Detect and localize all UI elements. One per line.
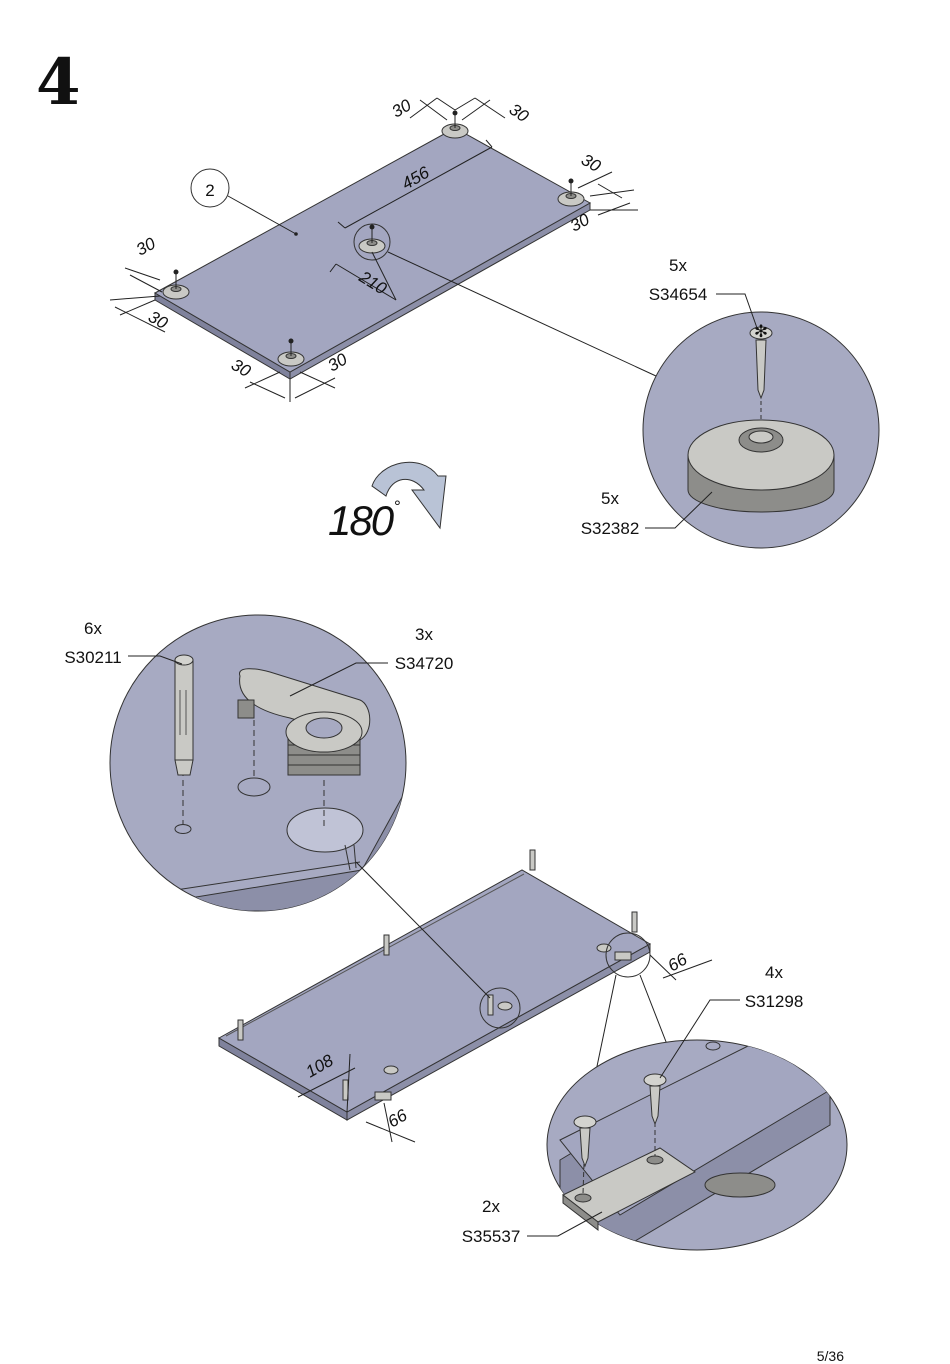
part-qty-s35537: 2x [482, 1197, 500, 1216]
dim-left-bottom: 30 [145, 307, 171, 333]
page-number: 5/36 [817, 1348, 844, 1364]
top-panel-group: 2 [109, 95, 657, 402]
foot-back [441, 110, 469, 139]
detail-cam-lock [109, 614, 407, 912]
foot-center [353, 223, 391, 261]
bottom-panel [217, 869, 652, 1113]
dim-right-top: 30 [578, 150, 604, 176]
part-code-s34654: S34654 [649, 285, 708, 304]
dim-back-right: 30 [506, 100, 533, 127]
step-number: 4 [36, 45, 81, 120]
dim-left-top: 30 [133, 234, 159, 260]
part-qty-s34654: 5x [669, 256, 687, 275]
part-code-s31298: S31298 [745, 992, 804, 1011]
foot-left [162, 269, 190, 300]
rotation-angle: 180 [328, 497, 395, 544]
dim-66-right: 66 [665, 949, 691, 975]
part-code-s30211: S30211 [64, 648, 121, 667]
panel-callout: 2 [205, 181, 214, 200]
part-code-s34720: S34720 [395, 654, 454, 673]
rotate-180-indicator: 180 ° [328, 461, 447, 544]
dim-66-left: 66 [385, 1105, 411, 1131]
foot-front [277, 338, 305, 367]
bottom-panel-group: 6x S30211 3x S34720 [64, 614, 713, 1143]
part-code-s35537: S35537 [462, 1227, 521, 1246]
detail-plate [527, 999, 848, 1251]
foot-right [557, 178, 585, 207]
part-qty-s31298: 4x [765, 963, 783, 982]
part-code-s32382: S32382 [581, 519, 640, 538]
part-qty-s30211: 6x [84, 619, 102, 638]
part-qty-s32382: 5x [601, 489, 619, 508]
detail-foot: ✻ [642, 293, 880, 549]
rotation-degree: ° [394, 497, 401, 516]
dim-front-left: 30 [228, 355, 254, 381]
part-qty-s34720: 3x [415, 625, 433, 644]
svg-text:✻: ✻ [754, 322, 768, 341]
